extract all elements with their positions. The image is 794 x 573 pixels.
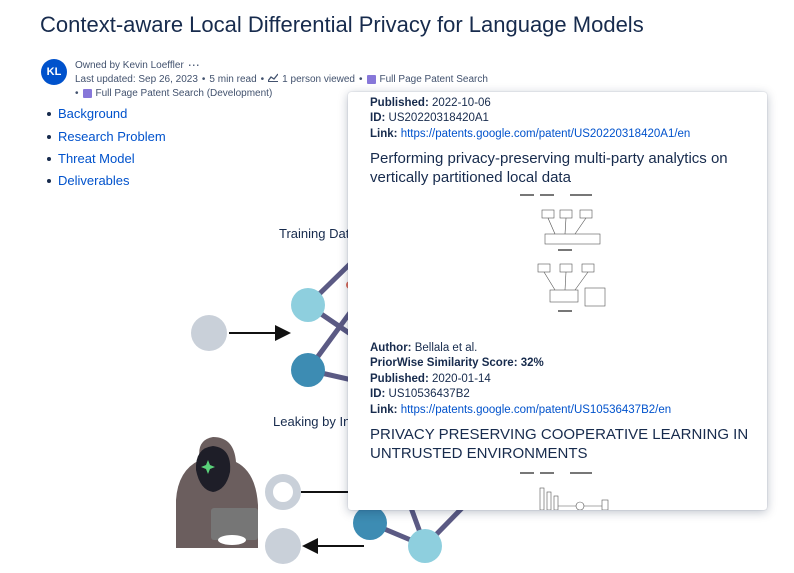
separator-dot: • xyxy=(260,73,265,85)
result-title[interactable]: PRIVACY PRESERVING COOPERATIVE LEARNING … xyxy=(370,426,749,462)
network-node xyxy=(353,506,387,540)
network-node xyxy=(291,288,325,322)
read-time: 5 min read xyxy=(209,73,257,85)
last-updated: Last updated: Sep 26, 2023 xyxy=(75,73,198,85)
patent-search-app-icon xyxy=(366,74,376,84)
separator-dot: • xyxy=(75,88,79,99)
full-page-patent-search-link[interactable]: Full Page Patent Search xyxy=(379,73,488,85)
bullet xyxy=(47,179,51,184)
avatar[interactable]: KL xyxy=(41,59,67,85)
toc-link[interactable]: Research Problem xyxy=(58,128,166,144)
patent-link[interactable]: https://patents.google.com/patent/US1053… xyxy=(400,404,672,416)
output-node-ring xyxy=(265,474,301,510)
patent-search-popup[interactable]: Published: 2022-10-06 ID: US20220318420A… xyxy=(348,92,767,510)
result-link-line: Link: https://patents.google.com/patent/… xyxy=(370,128,691,140)
patent-drawing-thumbnail[interactable] xyxy=(510,470,610,510)
result-score: PriorWise Similarity Score: 32% xyxy=(370,357,544,369)
toc-link[interactable]: Background xyxy=(58,106,128,122)
more-actions-icon[interactable]: ⋯ xyxy=(187,58,200,72)
result-author: Author: Bellala et al. xyxy=(370,342,478,354)
toc-link[interactable]: Threat Model xyxy=(58,150,135,166)
patent-search-dev-app-icon xyxy=(82,89,92,98)
result-id: ID: US10536437B2 xyxy=(370,388,470,400)
toc-link[interactable]: Deliverables xyxy=(58,173,130,189)
owned-by-text: Owned by Kevin Loeffler xyxy=(75,59,184,71)
result-id: ID: US20220318420A1 xyxy=(370,112,489,124)
output-node xyxy=(265,528,301,564)
full-page-patent-search-dev-link[interactable]: Full Page Patent Search (Development) xyxy=(95,88,273,99)
toc-item-deliverables[interactable]: Deliverables xyxy=(47,170,166,192)
result-published: Published: 2022-10-06 xyxy=(370,97,491,109)
page-title: Context-aware Local Differential Privacy… xyxy=(40,12,644,37)
page-meta-line-2: • Full Page Patent Search (Development) xyxy=(75,88,272,99)
toc-item-research-problem[interactable]: Research Problem xyxy=(47,125,166,147)
result-title[interactable]: Performing privacy-preserving multi-part… xyxy=(370,150,728,186)
network-node xyxy=(291,353,325,387)
separator-dot: • xyxy=(201,73,206,85)
network-node xyxy=(408,529,442,563)
bullet xyxy=(47,112,51,117)
result-published: Published: 2020-01-14 xyxy=(370,373,491,385)
diagram-caption-training: Training Dat xyxy=(279,226,350,241)
toc-item-threat-model[interactable]: Threat Model xyxy=(47,148,166,170)
patent-drawing-thumbnail[interactable] xyxy=(510,192,610,327)
bullet xyxy=(47,134,51,139)
separator-dot: • xyxy=(359,73,363,85)
page-views-link[interactable]: 1 person viewed xyxy=(282,73,355,85)
owner-line: Owned by Kevin Loeffler ⋯ xyxy=(75,58,200,72)
analytics-icon xyxy=(267,73,279,85)
table-of-contents: Background Research Problem Threat Model… xyxy=(47,103,166,193)
diagram-caption-leaking: Leaking by In xyxy=(273,414,351,429)
hacker-icon xyxy=(176,437,258,548)
input-node xyxy=(191,315,227,351)
toc-item-background[interactable]: Background xyxy=(47,103,166,125)
bullet xyxy=(47,156,51,161)
patent-link[interactable]: https://patents.google.com/patent/US2022… xyxy=(400,128,691,140)
result-link-line: Link: https://patents.google.com/patent/… xyxy=(370,404,672,416)
page-meta-line: Last updated: Sep 26, 2023 • 5 min read … xyxy=(75,73,488,85)
